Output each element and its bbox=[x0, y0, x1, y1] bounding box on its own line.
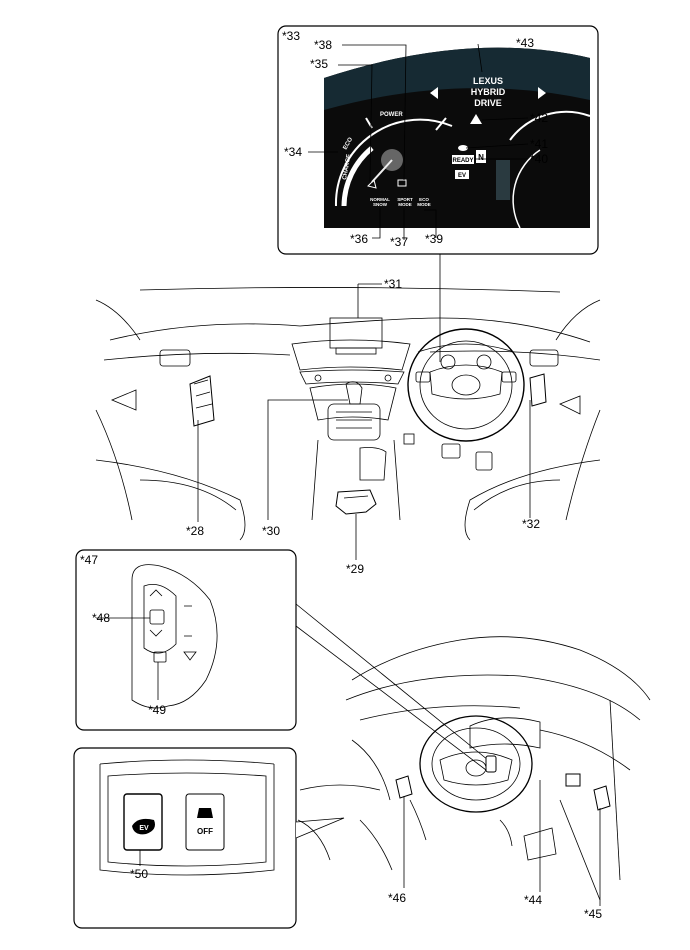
part-46 bbox=[395, 775, 413, 799]
shift-n-text: N bbox=[478, 153, 484, 162]
mode-eco-text: ECO bbox=[419, 197, 429, 202]
label-47: *47 bbox=[80, 553, 98, 567]
right-gauge-arc bbox=[509, 110, 591, 141]
lexus-text: LEXUS bbox=[473, 76, 503, 86]
driver-steering-wheel bbox=[419, 715, 533, 813]
steering-switch-detail: *47 *48 *49 bbox=[75, 549, 297, 731]
label-30: *30 bbox=[262, 524, 280, 538]
label-46: *46 bbox=[388, 891, 406, 905]
shift-n-indicator bbox=[476, 150, 486, 163]
label-39: *39 bbox=[425, 232, 443, 246]
meter-leader-lines bbox=[308, 43, 529, 240]
mode-sport-mode-text: MODE bbox=[398, 202, 412, 207]
label-48: *48 bbox=[92, 611, 110, 625]
label-49: *49 bbox=[148, 703, 166, 717]
label-38: *38 bbox=[314, 38, 332, 52]
right-arrow-icon bbox=[538, 87, 546, 99]
driver-side-view bbox=[297, 636, 651, 906]
mode-snow-text: SNOW bbox=[373, 202, 388, 207]
ev-indicator bbox=[455, 170, 469, 179]
mode-eco-mode-text: MODE bbox=[417, 202, 431, 207]
hybrid-indicator-icon bbox=[458, 145, 468, 151]
power-gauge-arc bbox=[334, 118, 453, 207]
label-34: *34 bbox=[284, 145, 302, 159]
steering-wheel bbox=[407, 328, 525, 442]
charge-text: CHARGE bbox=[342, 154, 352, 181]
vsc-off-switch bbox=[185, 793, 225, 851]
combination-meter-panel: POWER ECO CHARGE LEXUS HYBRID DRIVE READ… bbox=[277, 25, 599, 255]
part-32 bbox=[529, 373, 547, 407]
gauge-needle bbox=[371, 159, 393, 183]
mode-sport-text: SPORT bbox=[397, 197, 413, 202]
ready-text: READY bbox=[452, 158, 473, 164]
label-42: *42 bbox=[530, 111, 548, 125]
navigation-display bbox=[329, 317, 383, 349]
left-arrow-icon bbox=[430, 87, 438, 99]
label-35: *35 bbox=[310, 57, 328, 71]
part-45 bbox=[593, 785, 611, 811]
callout-ray-47-top bbox=[295, 603, 489, 761]
fuel-icon bbox=[367, 179, 377, 189]
ev-indicator-text: EV bbox=[458, 173, 466, 179]
label-37: *37 bbox=[390, 235, 408, 249]
eco-text: ECO bbox=[343, 136, 355, 151]
label-33: *33 bbox=[282, 29, 300, 43]
dashboard-overview bbox=[95, 283, 601, 560]
mode-normal-text: NORMAL bbox=[370, 197, 390, 202]
drive-text: DRIVE bbox=[474, 98, 502, 108]
meter-sky-gradient bbox=[324, 47, 590, 110]
steering-switch-part bbox=[485, 755, 497, 773]
label-44: *44 bbox=[524, 893, 542, 907]
charge-arc bbox=[341, 146, 374, 207]
label-31: *31 bbox=[384, 277, 402, 291]
warning-triangle-icon bbox=[470, 114, 482, 124]
ecu-part-28 bbox=[189, 375, 215, 427]
label-29: *29 bbox=[346, 562, 364, 576]
label-50: *50 bbox=[130, 867, 148, 881]
power-text: POWER bbox=[380, 112, 403, 118]
label-43: *43 bbox=[516, 36, 534, 50]
ready-indicator bbox=[452, 155, 474, 164]
part-29 bbox=[335, 489, 377, 515]
callout-ray-47-bottom bbox=[295, 625, 487, 771]
ev-switch-detail: EV OFF *50 bbox=[73, 747, 297, 929]
label-36: *36 bbox=[350, 232, 368, 246]
battery-icon bbox=[397, 179, 407, 187]
label-41: *41 bbox=[530, 137, 548, 151]
label-45: *45 bbox=[584, 907, 602, 921]
ev-logo-icon bbox=[132, 818, 155, 835]
label-40: *40 bbox=[530, 152, 548, 166]
label-28: *28 bbox=[186, 524, 204, 538]
label-32: *32 bbox=[522, 517, 540, 531]
part-44 bbox=[565, 773, 581, 787]
hybrid-text: HYBRID bbox=[471, 87, 506, 97]
vsc-car-icon bbox=[197, 808, 213, 818]
callout-wedge-50 bbox=[295, 817, 345, 839]
ev-switch-text: EV bbox=[139, 825, 149, 832]
vsc-off-text: OFF bbox=[197, 827, 213, 836]
